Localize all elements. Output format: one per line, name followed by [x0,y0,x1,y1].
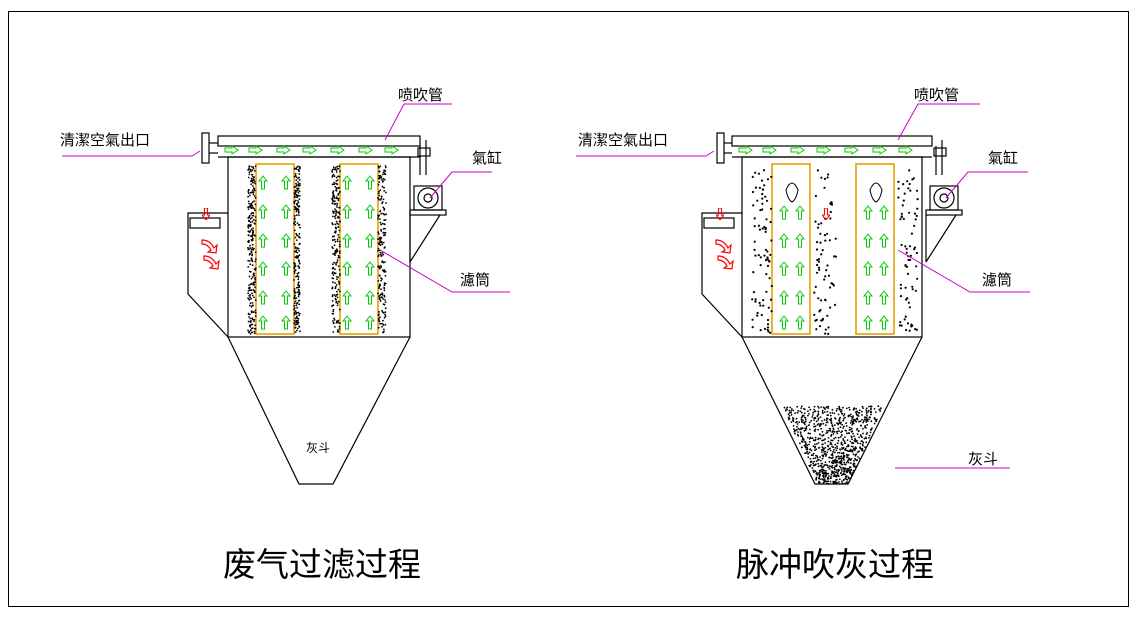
left-cylinder [413,185,443,211]
left-outlet-label: 清潔空氣出口 [60,131,150,149]
diagram-frame [8,11,1129,607]
left-hopper-label: 灰斗 [306,441,330,455]
right-filter-cartridges [771,163,895,335]
left-unit: 清潔空氣出口 喷吹管 氣缸 濾筒 灰斗 废气过滤过程 [60,86,510,584]
right-hopper-dust [783,405,882,485]
right-cylinder-label: 氣缸 [988,149,1018,167]
right-hopper-label: 灰斗 [968,450,998,468]
left-housing [187,132,447,485]
left-cylinder-label: 氣缸 [472,149,502,167]
right-cylinder [929,185,959,211]
right-inflow-arrows [715,208,830,270]
left-airflow-arrows [224,145,399,330]
left-inflow-arrows [201,208,220,270]
right-unit: 清潔空氣出口 喷吹管 氣缸 濾筒 灰斗 脉冲吹灰过程 [576,86,1030,584]
left-leader-lines [62,103,510,293]
left-title: 废气过滤过程 [223,545,421,584]
right-pipe-label: 喷吹管 [914,86,959,104]
left-filter-cartridges [255,163,379,335]
right-title: 脉冲吹灰过程 [736,545,934,584]
left-filter-label: 濾筒 [460,271,490,289]
right-leader-lines [576,103,1030,469]
right-filter-label: 濾筒 [982,271,1012,289]
left-dust-cake [247,165,387,335]
left-pipe-label: 喷吹管 [398,86,443,104]
right-dust-falling [751,169,919,335]
right-housing [701,132,963,485]
right-airflow-arrows [738,145,913,330]
right-outlet-label: 清潔空氣出口 [578,131,668,149]
